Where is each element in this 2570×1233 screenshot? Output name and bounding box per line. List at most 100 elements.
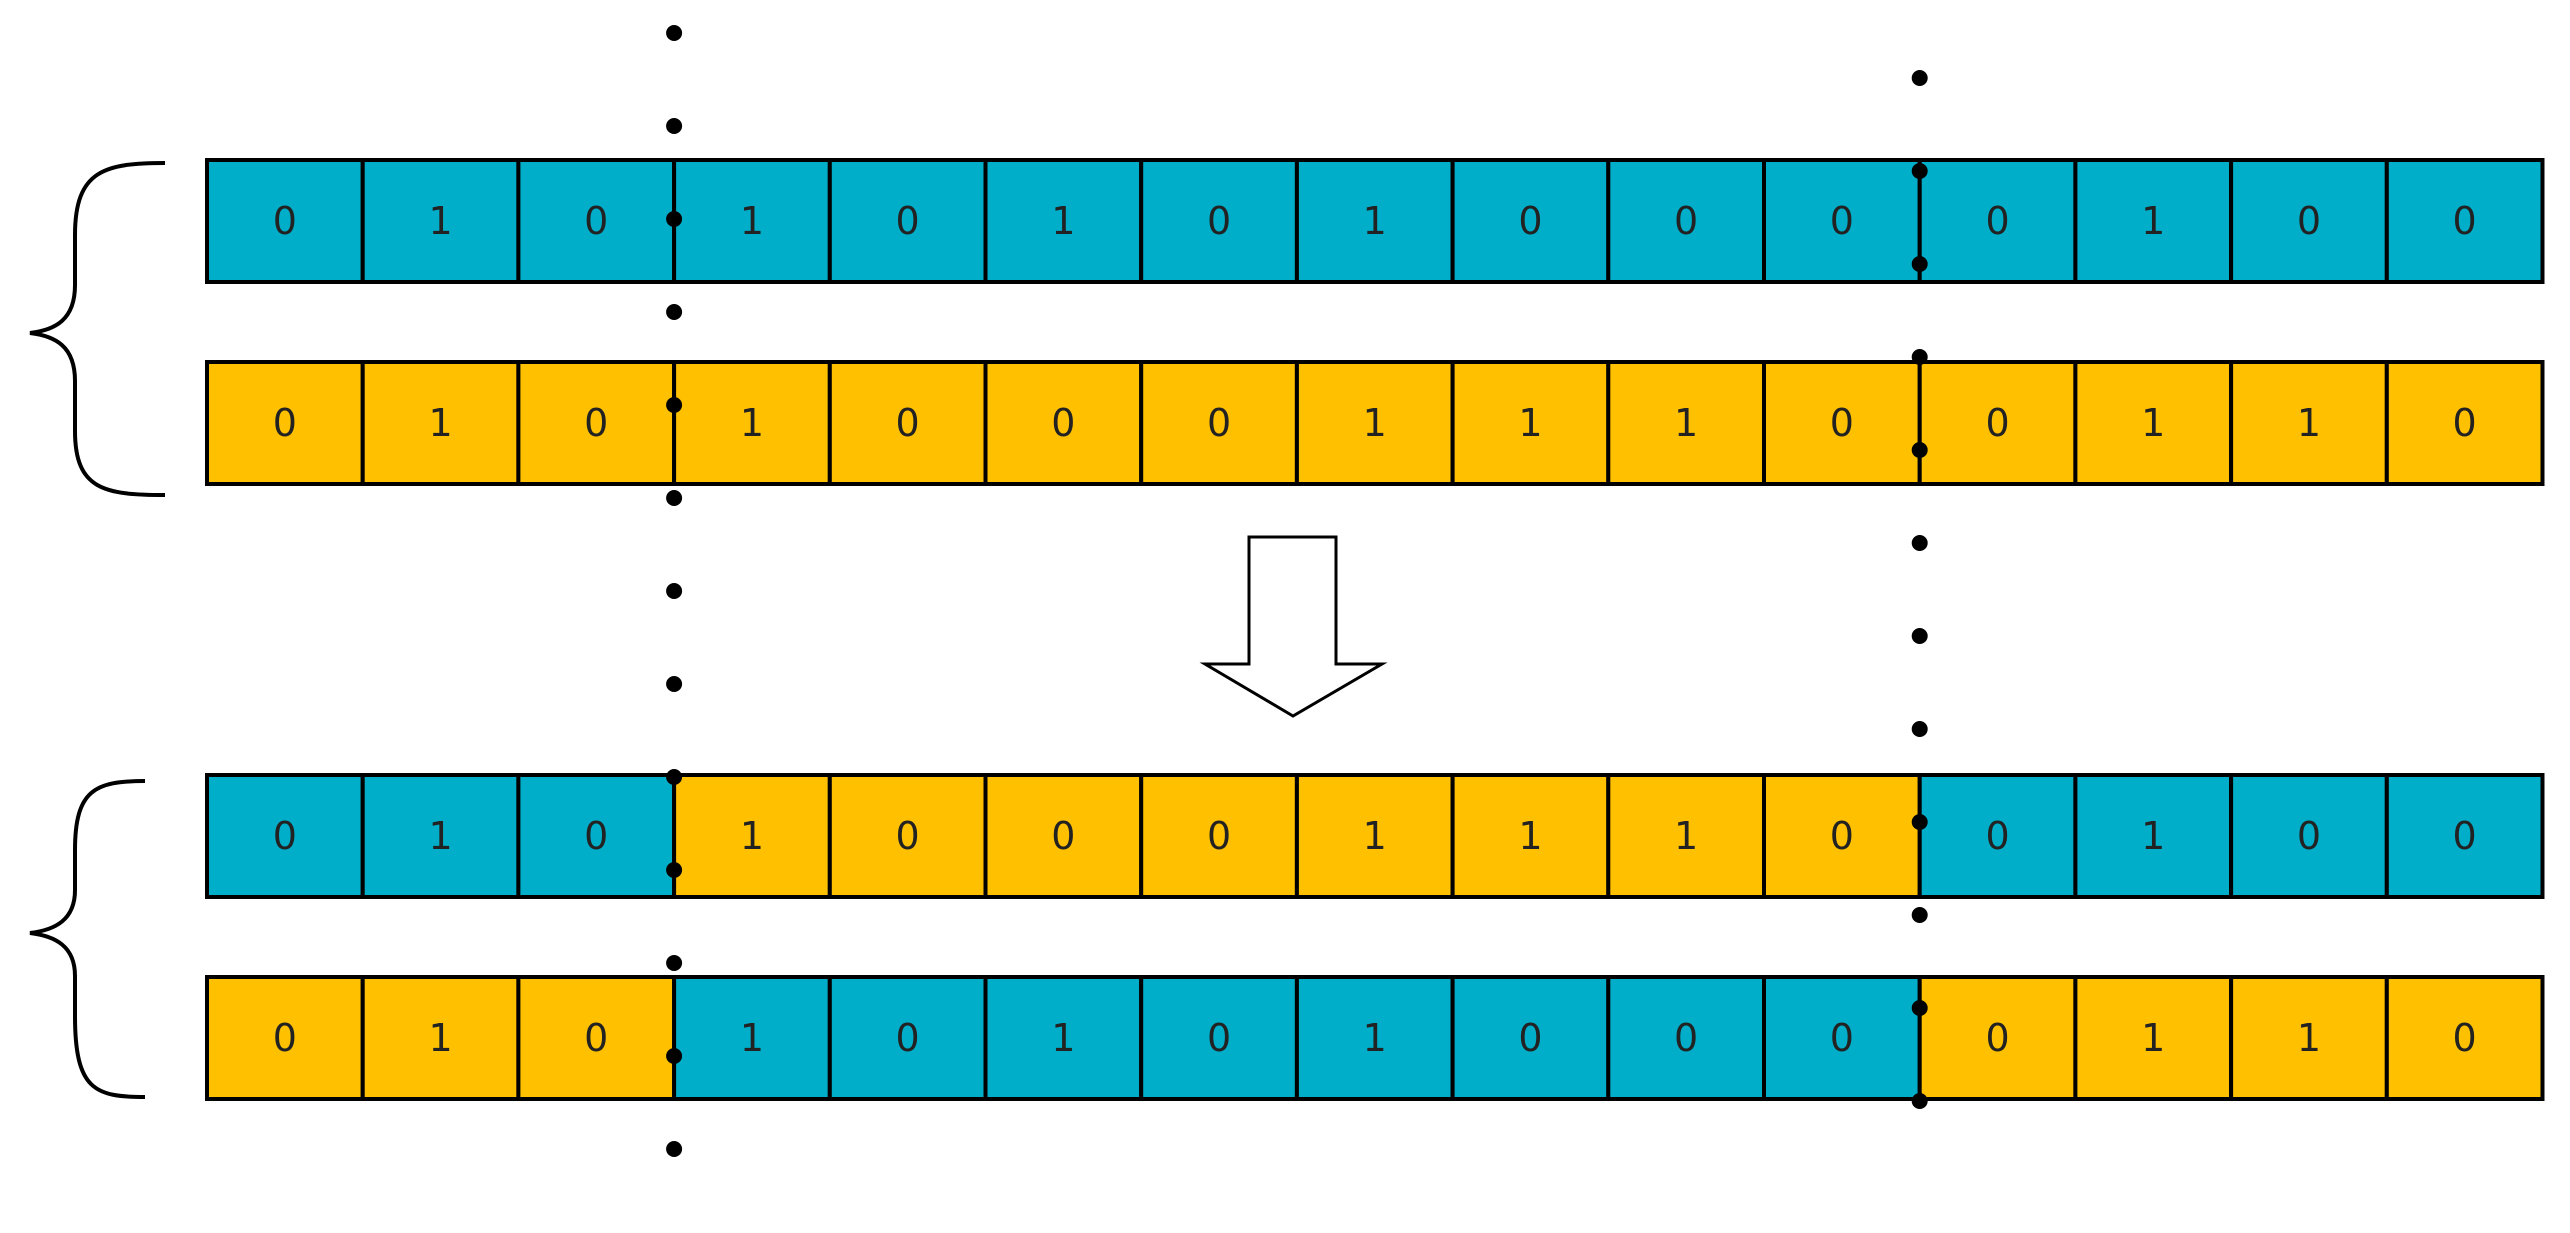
gene-cell: 0 (983, 360, 1144, 486)
cut-dot (1911, 907, 1928, 923)
gene-bit-label: 0 (2297, 199, 2321, 243)
gene-cell-box (983, 773, 1144, 899)
gene-cell-box (827, 773, 988, 899)
gene-cell-box (1450, 158, 1611, 284)
gene-cell: 1 (983, 975, 1144, 1101)
gene-cell: 0 (2229, 773, 2389, 899)
gene-cell: 0 (1139, 158, 1299, 284)
gene-bit-label: 1 (2141, 401, 2165, 445)
gene-bit-label: 0 (1518, 1016, 1542, 1060)
gene-cell: 0 (205, 975, 365, 1101)
gene-cell: 1 (2073, 158, 2234, 284)
gene-cell-box (2384, 773, 2545, 899)
gene-bit-label: 0 (273, 814, 297, 858)
gene-bit-label: 0 (1830, 199, 1854, 243)
gene-bit-label: 1 (2141, 199, 2165, 243)
gene-bit-label: 0 (273, 401, 297, 445)
gene-bit-label: 1 (740, 1016, 764, 1060)
gene-cell: 1 (1294, 158, 1455, 284)
cut-dot (1911, 163, 1928, 179)
cut-dot (1911, 535, 1928, 551)
cut-dot (1911, 814, 1928, 830)
gene-cell-box (2073, 360, 2234, 486)
gene-bit-label: 0 (1051, 401, 1075, 445)
gene-cell-box (205, 158, 365, 284)
cut-dot (666, 955, 683, 971)
gene-cell-box (1917, 360, 2078, 486)
gene-cell-box (1606, 360, 1767, 486)
gene-cell: 0 (1762, 360, 1922, 486)
cut-dot (666, 769, 683, 785)
parents-brace (29, 161, 166, 497)
cut-dot (666, 304, 683, 320)
gene-bit-label: 0 (2453, 199, 2477, 243)
gene-cell: 1 (1606, 360, 1767, 486)
gene-cell-box (2384, 360, 2545, 486)
gene-cell-box (1606, 158, 1767, 284)
gene-cell: 1 (2229, 975, 2389, 1101)
gene-bit-label: 0 (1051, 814, 1075, 858)
gene-bit-label: 1 (740, 199, 764, 243)
gene-bit-label: 0 (1207, 401, 1231, 445)
gene-cell: 0 (1762, 773, 1922, 899)
cut-dot (666, 211, 683, 227)
gene-cell: 1 (2073, 360, 2234, 486)
gene-cell: 1 (1294, 360, 1455, 486)
gene-cell-box (516, 360, 677, 486)
gene-cell-box (205, 773, 365, 899)
gene-cell-box (1917, 158, 2078, 284)
gene-bit-label: 0 (1830, 814, 1854, 858)
gene-bit-label: 0 (584, 199, 608, 243)
gene-cell-box (1606, 975, 1767, 1101)
cut-dot (1911, 70, 1928, 86)
gene-cell-box (1294, 158, 1455, 284)
gene-cell: 0 (1606, 158, 1767, 284)
gene-cell-box (672, 975, 832, 1101)
gene-bit-label: 0 (896, 401, 920, 445)
gene-cell: 1 (360, 773, 521, 899)
gene-cell: 0 (516, 975, 677, 1101)
gene-cell: 0 (827, 773, 988, 899)
gene-bit-label: 0 (1830, 401, 1854, 445)
gene-cell-box (205, 975, 365, 1101)
gene-cell: 1 (360, 360, 521, 486)
gene-cell: 1 (360, 158, 521, 284)
gene-cell-box (516, 975, 677, 1101)
gene-cell: 1 (2229, 360, 2389, 486)
gene-bit-label: 1 (1518, 401, 1542, 445)
gene-cell-box (2229, 360, 2389, 486)
gene-bit-label: 1 (2141, 814, 2165, 858)
gene-bit-label: 0 (1985, 199, 2009, 243)
gene-cell: 1 (1294, 773, 1455, 899)
gene-cell: 0 (1917, 158, 2078, 284)
cut-dot (1911, 256, 1928, 272)
gene-cell: 0 (2384, 773, 2545, 899)
cut-dot (1911, 1093, 1928, 1109)
cut-dot (666, 862, 683, 878)
gene-cell-box (360, 158, 521, 284)
gene-cell-box (516, 158, 677, 284)
gene-cell: 0 (1917, 975, 2078, 1101)
gene-cell-box (1139, 773, 1299, 899)
gene-bit-label: 1 (2297, 1016, 2321, 1060)
gene-cell: 0 (516, 360, 677, 486)
gene-cell-box (1917, 773, 2078, 899)
gene-cell-box (1294, 975, 1455, 1101)
gene-cell: 0 (827, 360, 988, 486)
gene-cell-box (672, 773, 832, 899)
arrow-layer (1199, 535, 1388, 718)
gene-bit-label: 0 (896, 1016, 920, 1060)
cut-dot (666, 1048, 683, 1064)
gene-bit-label: 1 (740, 814, 764, 858)
gene-bit-label: 1 (1518, 814, 1542, 858)
gene-cell: 1 (672, 158, 832, 284)
gene-cell: 0 (205, 158, 365, 284)
cut-dot (666, 397, 683, 413)
cut-dot (1911, 1000, 1928, 1016)
gene-cell: 0 (1139, 360, 1299, 486)
gene-bit-label: 0 (896, 814, 920, 858)
gene-cell: 0 (1762, 975, 1922, 1101)
gene-cell: 0 (2384, 158, 2545, 284)
crossover-cut-line (1911, 70, 1928, 1109)
down-arrow-icon (1199, 535, 1388, 718)
